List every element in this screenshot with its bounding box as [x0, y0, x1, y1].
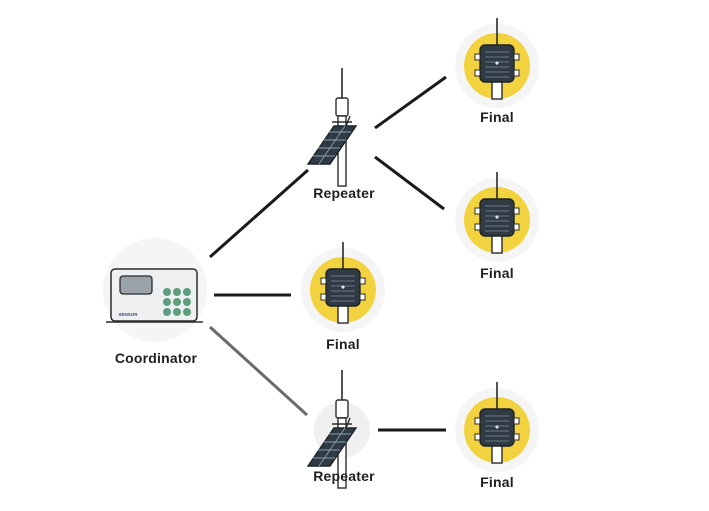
link-repeater-top-final-2 — [374, 155, 445, 211]
final-node-middle — [300, 241, 386, 333]
final-node-top-2 — [454, 171, 540, 263]
final-bottom-label: Final — [480, 474, 514, 490]
final-node-top-1 — [454, 17, 540, 109]
coordinator-keypad — [163, 288, 191, 316]
coordinator-brand-text: SENSOR — [118, 312, 138, 317]
final-top-1-label: Final — [480, 109, 514, 125]
repeater-node-top — [307, 67, 357, 187]
repeater-top-label: Repeater — [313, 185, 375, 201]
link-coordinator-repeater-top — [209, 168, 309, 259]
final-node-bottom — [454, 381, 540, 473]
link-repeater-top-final-1 — [374, 75, 447, 130]
link-coordinator-repeater-bottom — [208, 325, 309, 417]
repeater-node-bottom — [307, 369, 370, 489]
repeater-bottom-label: Repeater — [313, 468, 375, 484]
final-top-2-label: Final — [480, 265, 514, 281]
final-middle-label: Final — [326, 336, 360, 352]
coordinator-label: Coordinator — [114, 350, 198, 366]
coordinator-node: SENSOR — [103, 238, 207, 342]
